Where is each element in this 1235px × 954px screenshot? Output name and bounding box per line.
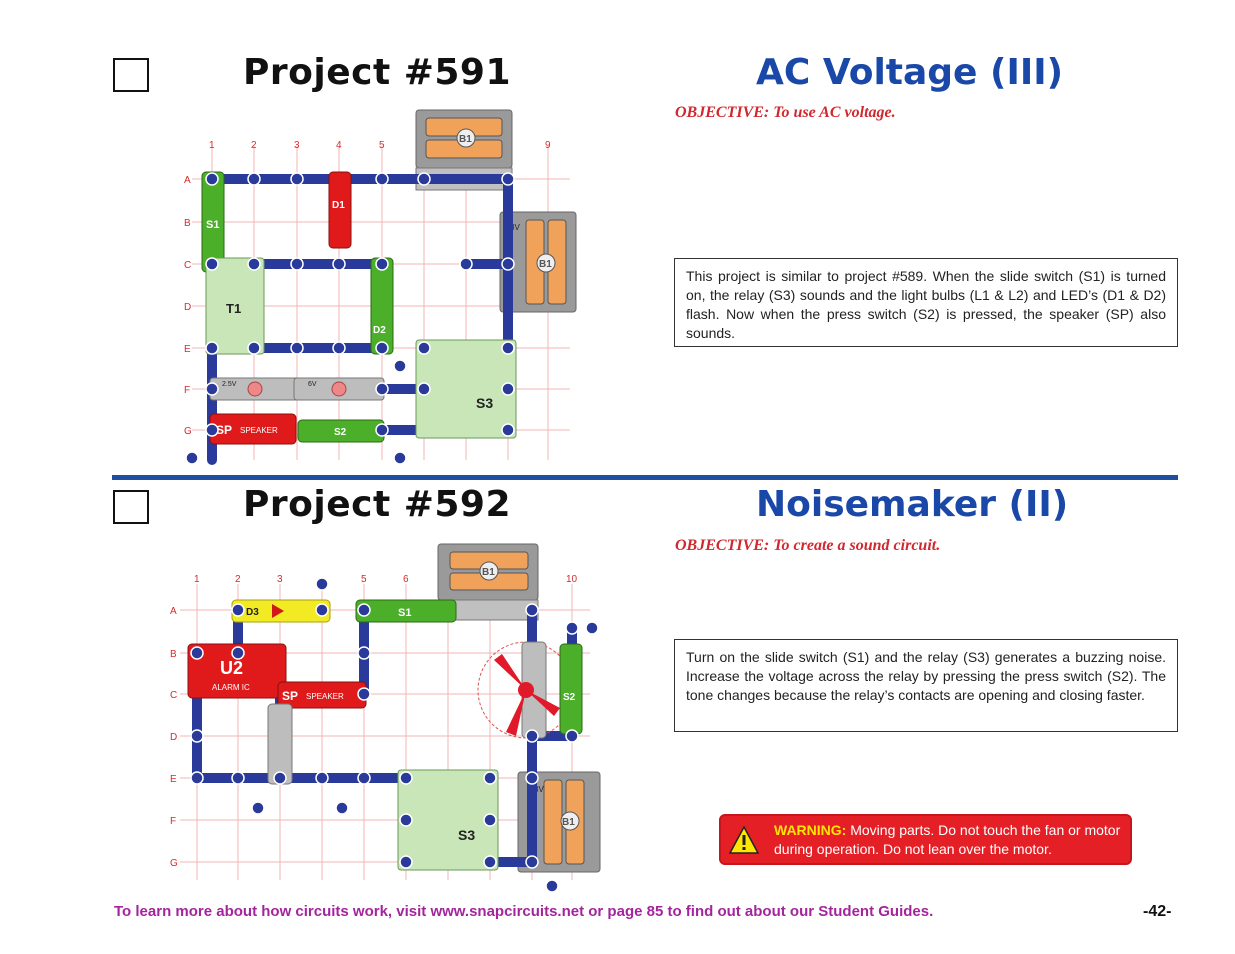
project-591-checkbox[interactable] (113, 58, 149, 92)
s1-label: S1 (398, 607, 411, 619)
b1-side-label: B1 (562, 817, 575, 828)
row-label: D (184, 302, 191, 313)
col-label: 2 (251, 140, 257, 151)
diode-d3: D3 (231, 599, 331, 623)
circuit-diagram-592: 1 2 3 5 6 10 A B C D E F G B1 B1 3V (160, 540, 605, 893)
col-label: 1 (209, 140, 215, 151)
col-label: 4 (336, 140, 342, 151)
project-591-title: AC Voltage (III) (756, 52, 1064, 93)
b1-side-label: B1 (539, 259, 552, 270)
relay-s3: S3 (397, 769, 499, 871)
project-592-objective: OBJECTIVE: To create a sound circuit. (675, 537, 941, 554)
page-number: -42- (1143, 903, 1172, 920)
u2-label: U2 (220, 658, 243, 678)
s2-label: S2 (563, 692, 576, 703)
col-label: 9 (545, 140, 551, 151)
col-label: 5 (361, 574, 367, 585)
lamp2-value: 6V (308, 381, 317, 388)
b1-label: B1 (459, 134, 472, 145)
battery-b1-top: B1 (415, 109, 513, 191)
row-label: A (184, 175, 191, 186)
battery-b1-top: B1 (437, 543, 539, 621)
lamp1-value: 2.5V (222, 381, 237, 388)
lamp-l2: 6V (293, 377, 385, 401)
sp-label: SP (282, 689, 298, 703)
transformer-t1: T1 (205, 257, 265, 355)
d2-label: D2 (373, 325, 386, 336)
row-label: C (184, 260, 191, 271)
section-divider (112, 475, 1178, 480)
project-591-description: This project is similar to project #589.… (674, 258, 1178, 347)
lamp-l1: 2.5V (209, 377, 301, 401)
footer-link-text: To learn more about how circuits work, v… (114, 903, 934, 920)
row-label: F (184, 385, 190, 396)
battery-b1-side: B1 3V (517, 771, 601, 873)
col-label: 1 (194, 574, 200, 585)
v3-label: 3V (510, 223, 520, 232)
battery-b1-side: B1 3V (499, 211, 577, 313)
sp-label: SP (216, 423, 232, 437)
d1-label: D1 (332, 200, 345, 211)
row-label: B (184, 218, 191, 229)
sp-desc: SPEAKER (240, 426, 278, 435)
relay-s3: S3 (415, 339, 517, 439)
speaker-sp: SP SPEAKER (277, 681, 367, 709)
project-591-number: Project #591 (243, 52, 512, 93)
row-label: G (184, 426, 192, 437)
col-label: 3 (294, 140, 300, 151)
row-label: C (170, 690, 177, 701)
project-592-checkbox[interactable] (113, 490, 149, 524)
row-label: B (170, 649, 177, 660)
project-592-description: Turn on the slide switch (S1) and the re… (674, 639, 1178, 732)
t1-label: T1 (226, 301, 241, 316)
warning-label: WARNING: (774, 822, 847, 838)
row-label: E (184, 344, 191, 355)
slide-switch-s1: S1 (355, 599, 457, 623)
project-592-number: Project #592 (243, 484, 512, 525)
snap-dots (185, 172, 515, 465)
press-switch-s2: S2 (559, 643, 583, 735)
u2-desc: ALARM IC (212, 683, 250, 692)
snap-dots (190, 577, 599, 893)
row-label: D (170, 732, 177, 743)
s2-label: S2 (334, 427, 347, 438)
warning-text: WARNING: Moving parts. Do not touch the … (774, 821, 1126, 859)
exclamation-triangle-icon (728, 825, 760, 854)
sp-desc: SPEAKER (306, 692, 344, 701)
warning-message: Moving parts. Do not touch the fan or mo… (774, 822, 1121, 857)
row-label: F (170, 816, 176, 827)
col-label: 2 (235, 574, 241, 585)
d3-label: D3 (246, 607, 259, 618)
s3-label: S3 (476, 395, 493, 411)
col-label: 5 (379, 140, 385, 151)
project-591-objective: OBJECTIVE: To use AC voltage. (675, 104, 896, 121)
row-label: G (170, 858, 178, 869)
press-switch-s2: S2 (297, 419, 385, 443)
led-d1: D1 (328, 171, 352, 249)
led-d2: D2 (370, 257, 394, 355)
alarm-ic-u2: U2 ALARM IC (187, 643, 287, 699)
row-label: E (170, 774, 177, 785)
row-label: A (170, 606, 177, 617)
col-label: 10 (566, 574, 578, 585)
s1-label: S1 (206, 219, 219, 231)
warning-box: WARNING: Moving parts. Do not touch the … (719, 814, 1132, 865)
v3-label: 3V (534, 785, 544, 794)
s3-label: S3 (458, 827, 475, 843)
b1-label: B1 (482, 567, 495, 578)
col-label: 6 (403, 574, 409, 585)
col-label: 3 (277, 574, 283, 585)
speaker-sp: SP SPEAKER (209, 413, 297, 445)
circuit-diagram-591: 1 2 3 4 5 9 A B C D E F G B1 B1 3V (170, 108, 590, 470)
project-592-title: Noisemaker (II) (756, 484, 1069, 525)
slide-switch-s1: S1 (201, 171, 225, 273)
